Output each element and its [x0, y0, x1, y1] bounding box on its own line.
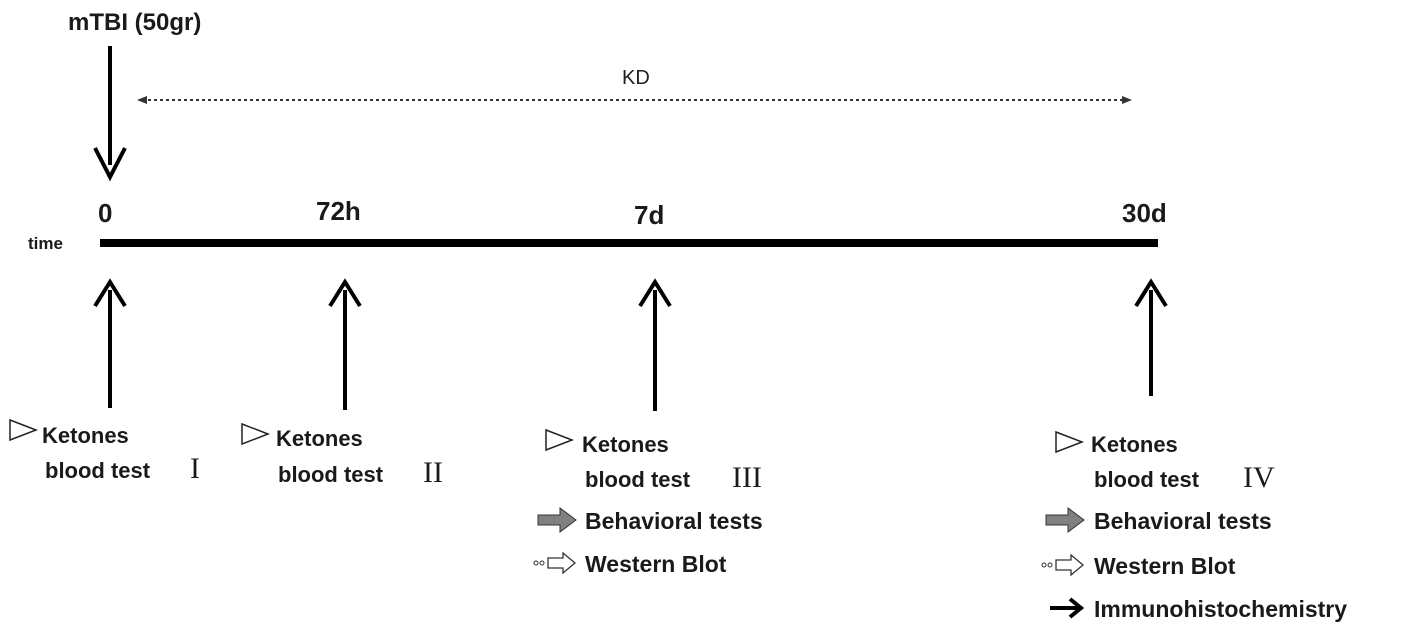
up-arrow-30d: [1134, 278, 1168, 396]
up-arrow-0: [93, 278, 127, 408]
test-numeral-0: I: [190, 452, 200, 485]
diet-label: KD: [622, 67, 650, 89]
gray-block-arrow-icon: [537, 507, 577, 533]
blood-test-label-0: blood test: [45, 458, 151, 483]
western-label-7d: Western Blot: [585, 551, 727, 577]
test-numeral-72h: II: [423, 456, 443, 489]
outline-arrowhead-icon: [241, 422, 271, 446]
outline-arrowhead-icon: [9, 418, 39, 442]
up-arrow-72h: [328, 278, 362, 410]
black-arrow-icon: [1050, 597, 1085, 619]
ketones-label-0: Ketones: [42, 423, 129, 448]
outline-arrowhead-icon: [545, 428, 575, 452]
blood-test-label-30d: blood test: [1094, 467, 1200, 492]
blood-test-label-7d: blood test: [585, 467, 691, 492]
up-arrow-7d: [638, 278, 672, 411]
behavioral-label-7d: Behavioral tests: [585, 508, 763, 534]
timepoint-7d: 7d: [634, 200, 664, 230]
ketones-label-30d: Ketones: [1091, 432, 1178, 457]
test-numeral-7d: III: [732, 461, 762, 494]
ketones-label-7d: Ketones: [582, 432, 669, 457]
injury-arrow: [93, 46, 127, 182]
timepoint-30d: 30d: [1122, 198, 1167, 228]
test-numeral-30d: IV: [1243, 461, 1275, 494]
ketones-label-72h: Ketones: [276, 426, 363, 451]
outline-arrowhead-icon: [1055, 430, 1085, 454]
dotted-outline-arrow-icon: [533, 551, 577, 575]
dotted-outline-arrow-icon: [1041, 553, 1085, 577]
behavioral-label-30d: Behavioral tests: [1094, 508, 1272, 534]
blood-test-label-72h: blood test: [278, 462, 384, 487]
injury-label: mTBI (50gr): [68, 9, 201, 36]
western-label-30d: Western Blot: [1094, 553, 1236, 579]
timepoint-72h: 72h: [316, 196, 361, 226]
axis-label: time: [28, 234, 63, 253]
timepoint-0: 0: [98, 198, 112, 228]
ihc-label-30d: Immunohistochemistry: [1094, 596, 1347, 622]
gray-block-arrow-icon: [1045, 507, 1085, 533]
